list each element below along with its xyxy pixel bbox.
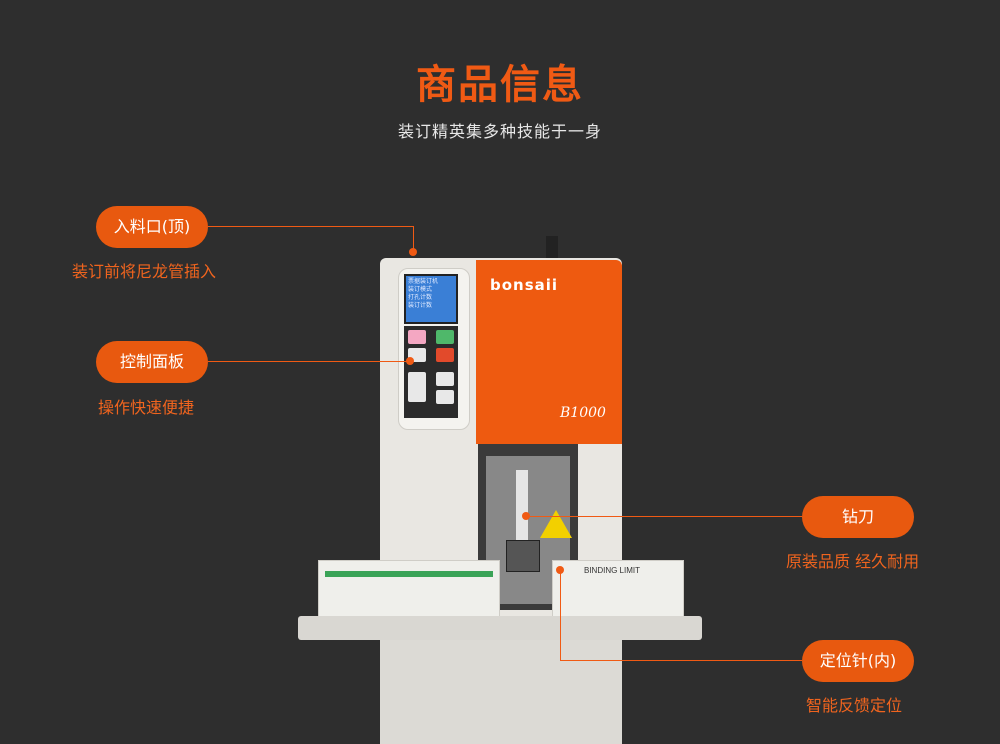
machine-base [380, 640, 622, 744]
callout-drill-pill: 钻刀 [802, 496, 914, 538]
lcd-line: 打孔计数 [408, 294, 433, 301]
callout-dot [556, 566, 564, 574]
callout-leader-line [413, 226, 414, 252]
lcd-line: 装订计数 [408, 302, 433, 309]
page-title: 商品信息 [416, 62, 584, 108]
lcd-screen: 票据装订机 装订模式 打孔计数 装订计数 [404, 274, 458, 324]
model-label: B1000 [560, 405, 606, 421]
callout-control-panel-pill: 控制面板 [96, 341, 208, 383]
callout-control-panel-desc: 操作快速便捷 [98, 398, 195, 417]
ruler-scale [325, 571, 493, 577]
key-icon [436, 330, 454, 344]
lcd-line: 装订模式 [408, 286, 433, 293]
page-subtitle: 装订精英集多种技能于一身 [397, 122, 602, 141]
callout-leader-line [560, 660, 802, 661]
callout-feed-inlet-pill: 入料口(顶) [96, 206, 208, 248]
binding-limit-label: BINDING LIMIT [584, 566, 641, 575]
callout-dot [522, 512, 530, 520]
callout-positioning-pin-pill: 定位针(内) [802, 640, 914, 682]
callout-positioning-pin-desc: 智能反馈定位 [806, 696, 903, 715]
keypad [404, 326, 458, 418]
callout-leader-line [528, 516, 802, 517]
paper-tray [298, 616, 702, 640]
key-icon [408, 372, 426, 402]
drill-chuck [506, 540, 540, 572]
top-post [546, 236, 558, 260]
callout-drill-desc: 原装品质 经久耐用 [786, 552, 920, 571]
key-icon [408, 330, 426, 344]
warning-icon [540, 510, 572, 538]
callout-leader-line [208, 361, 410, 362]
paper-guide [318, 560, 500, 618]
key-icon [436, 348, 454, 362]
key-icon [436, 372, 454, 386]
callout-dot [406, 357, 414, 365]
orange-cover [476, 260, 622, 444]
brand-logo: bonsaii [490, 276, 559, 294]
callout-dot [409, 248, 417, 256]
key-icon [436, 390, 454, 404]
binding-limit-plate [552, 560, 684, 618]
callout-leader-line [560, 570, 561, 660]
callout-leader-line [208, 226, 414, 227]
lcd-line: 票据装订机 [408, 278, 439, 285]
callout-feed-inlet-desc: 装订前将尼龙管插入 [72, 262, 217, 281]
